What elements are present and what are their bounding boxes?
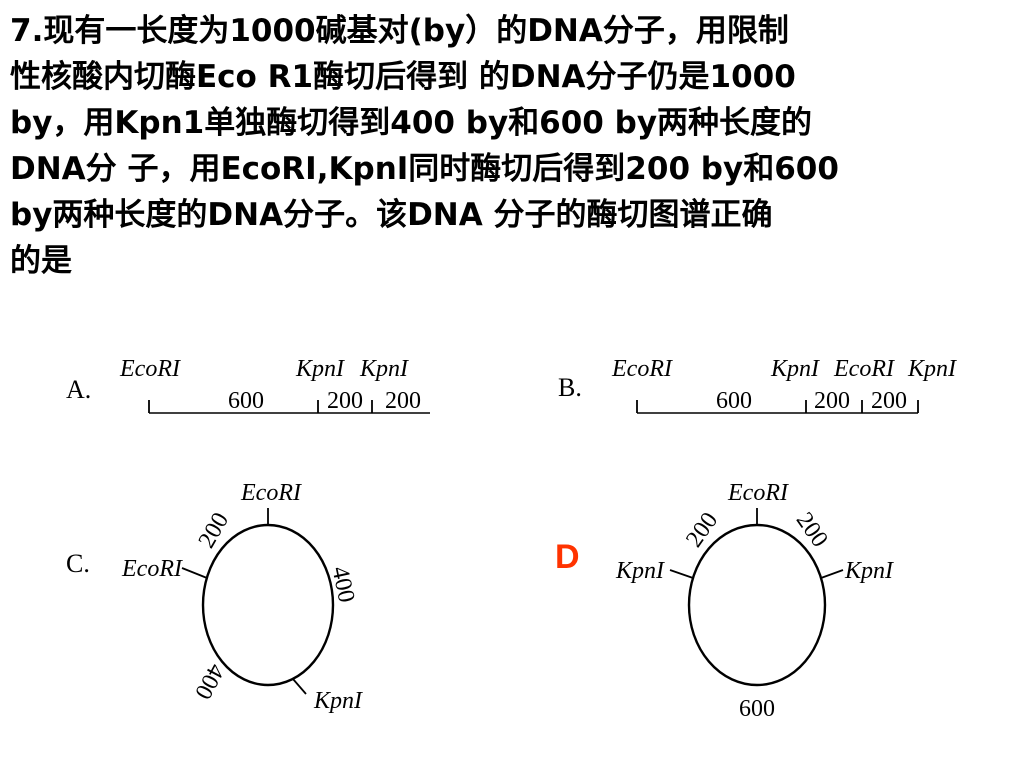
option-c[interactable]: C. EcoRI EcoRI KpnI 200 400 400 — [66, 480, 363, 714]
option-d-arc-top-right: 200 — [791, 508, 833, 552]
option-d-tick-left — [669, 569, 694, 579]
option-d-site-top: EcoRI — [727, 480, 789, 506]
option-b-site-ecori: EcoRI — [611, 356, 673, 382]
option-d-tick-right — [820, 569, 844, 579]
option-a-seg-2: 200 — [327, 388, 363, 414]
option-c-plasmid-circle — [201, 523, 335, 687]
option-d[interactable]: EcoRI KpnI KpnI 200 200 600 — [615, 480, 894, 722]
question-line-4: DNA分 子，用EcoRI,KpnI同时酶切后得到200 by和600 — [10, 151, 839, 187]
option-d-plasmid-circle — [687, 523, 827, 687]
option-b-site-kpni-1: KpnI — [770, 356, 820, 382]
option-c-site-left: EcoRI — [121, 556, 183, 582]
option-c-site-top: EcoRI — [240, 480, 302, 506]
option-c-letter: C. — [66, 549, 90, 578]
option-a-site-kpni-1: KpnI — [295, 356, 345, 382]
option-b-seg-1: 600 — [716, 388, 752, 414]
option-c-arc-right: 400 — [326, 564, 359, 605]
option-d-arc-top-left: 200 — [681, 508, 723, 552]
option-c-arc-top-left: 200 — [194, 508, 235, 552]
option-d-site-left: KpnI — [615, 558, 665, 584]
question-line-5: by两种长度的DNA分子。该DNA 分子的酶切图谱正确 — [10, 197, 773, 233]
option-a-seg-1: 600 — [228, 388, 264, 414]
option-d-site-right: KpnI — [844, 558, 894, 584]
question-line-1: 7.现有一长度为1000碱基对(by）的DNA分子，用限制 — [10, 13, 789, 49]
question-line-2: 性核酸内切酶Eco R1酶切后得到 的DNA分子仍是1000 — [10, 59, 796, 95]
option-a-letter: A. — [66, 375, 91, 404]
option-a-site-kpni-2: KpnI — [359, 356, 409, 382]
question-line-6: 的是 — [10, 243, 72, 279]
option-b-site-ecori-2: EcoRI — [833, 356, 895, 382]
option-c-site-bottom: KpnI — [313, 688, 363, 714]
option-c-arc-bottom-left: 400 — [189, 659, 229, 703]
option-b-seg-2: 200 — [814, 388, 850, 414]
question-text: 7.现有一长度为1000碱基对(by）的DNA分子，用限制 性核酸内切酶Eco … — [10, 8, 1010, 284]
answer-label: D — [555, 538, 580, 576]
option-a-site-ecori: EcoRI — [119, 356, 181, 382]
option-b-seg-3: 200 — [871, 388, 907, 414]
option-c-tick-left — [181, 567, 208, 579]
option-b[interactable]: B. EcoRI KpnI EcoRI KpnI 600 200 200 — [558, 356, 957, 414]
question-line-3: by，用Kpn1单独酶切得到400 by和600 by两种长度的 — [10, 105, 813, 141]
option-b-site-kpni-2: KpnI — [907, 356, 957, 382]
option-b-letter: B. — [558, 373, 582, 402]
option-c-tick-bottom — [292, 678, 307, 695]
option-a[interactable]: A. EcoRI KpnI KpnI 600 200 200 — [66, 356, 430, 414]
option-a-seg-3: 200 — [385, 388, 421, 414]
option-d-arc-bottom: 600 — [739, 696, 775, 722]
